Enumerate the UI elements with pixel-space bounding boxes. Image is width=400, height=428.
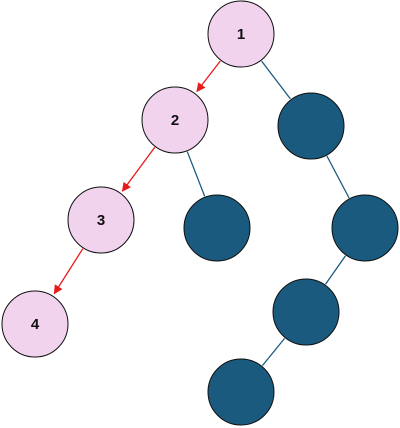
node-label: 3 — [97, 212, 105, 229]
node-circle — [207, 358, 275, 426]
tree-node-n4: 4 — [1, 290, 69, 358]
node-circle — [207, 0, 275, 68]
tree-node-n7 — [331, 194, 399, 262]
node-circle — [272, 278, 340, 346]
node-label: 2 — [171, 112, 179, 129]
node-circle — [141, 86, 209, 154]
node-label: 4 — [31, 316, 40, 333]
edge-n5-n7 — [326, 155, 350, 199]
edge-n1-n2 — [196, 60, 221, 93]
edge-n3-n4 — [53, 248, 84, 295]
tree-node-n8 — [272, 278, 340, 346]
tree-node-n5 — [277, 92, 345, 160]
node-circle — [67, 186, 135, 254]
edge-n1-n5 — [261, 60, 291, 100]
edge-n7-n8 — [324, 255, 347, 285]
tree-node-n1: 1 — [207, 0, 275, 68]
edge-n8-n9 — [261, 337, 286, 367]
tree-node-n9 — [207, 358, 275, 426]
tree-node-n6 — [183, 194, 251, 262]
tree-node-n3: 3 — [67, 186, 135, 254]
node-circle — [1, 290, 69, 358]
edge-n2-n3 — [121, 146, 156, 192]
edge-n2-n6 — [186, 151, 206, 197]
node-circle — [331, 194, 399, 262]
node-label: 1 — [237, 26, 245, 43]
edges-layer — [53, 60, 350, 367]
node-circle — [277, 92, 345, 160]
tree-node-n2: 2 — [141, 86, 209, 154]
node-circle — [183, 194, 251, 262]
